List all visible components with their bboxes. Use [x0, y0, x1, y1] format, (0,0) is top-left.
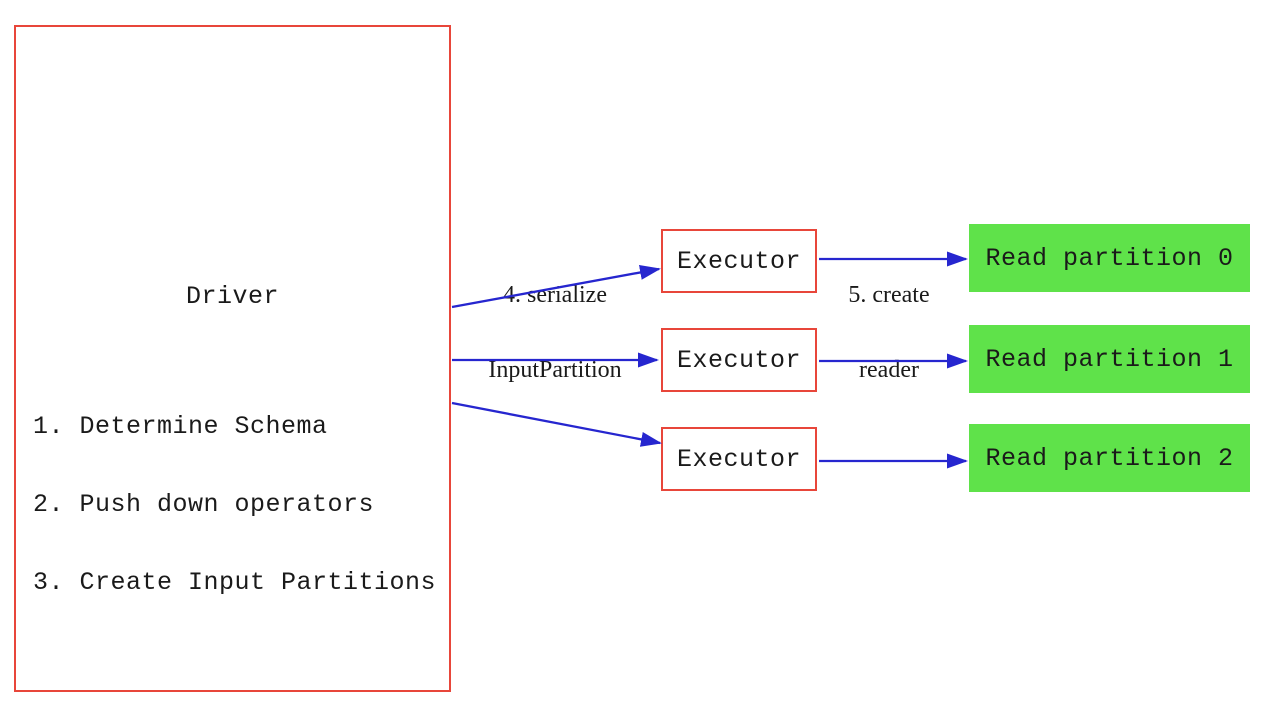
- driver-step-3: 3. Create Input Partitions: [33, 568, 437, 597]
- read-partition-box-0: Read partition 0: [969, 224, 1250, 292]
- executor-label-0: Executor: [676, 246, 802, 276]
- read-partition-box-2: Read partition 2: [969, 424, 1250, 492]
- driver-step-1: 1. Determine Schema: [33, 412, 328, 441]
- edge-label-create-reader: 5. create reader: [848, 233, 929, 433]
- read-partition-label-2: Read partition 2: [985, 443, 1234, 473]
- executor-box-1: Executor: [661, 328, 817, 392]
- executor-label-2: Executor: [676, 444, 802, 474]
- driver-step-2: 2. Push down operators: [33, 490, 375, 519]
- executor-label-1: Executor: [676, 345, 802, 375]
- executor-box-2: Executor: [661, 427, 817, 491]
- edge-label-create-reader-line1: 5. create: [848, 282, 930, 308]
- edge-label-serialize-line2: InputPartition: [488, 357, 622, 383]
- read-partition-box-1: Read partition 1: [969, 325, 1250, 393]
- edge-label-serialize-line1: 4. serialize: [503, 282, 607, 308]
- driver-steps: 1. Determine Schema 2. Push down operato…: [33, 362, 436, 648]
- read-partition-label-0: Read partition 0: [985, 243, 1234, 273]
- executor-box-0: Executor: [661, 229, 817, 293]
- edge-label-serialize-inputpartition: 4. serialize InputPartition: [488, 233, 621, 433]
- read-partition-label-1: Read partition 1: [985, 344, 1234, 374]
- driver-title: Driver: [185, 282, 279, 311]
- driver-box: Driver 1. Determine Schema 2. Push down …: [14, 25, 451, 692]
- edge-label-create-reader-line2: reader: [859, 357, 919, 383]
